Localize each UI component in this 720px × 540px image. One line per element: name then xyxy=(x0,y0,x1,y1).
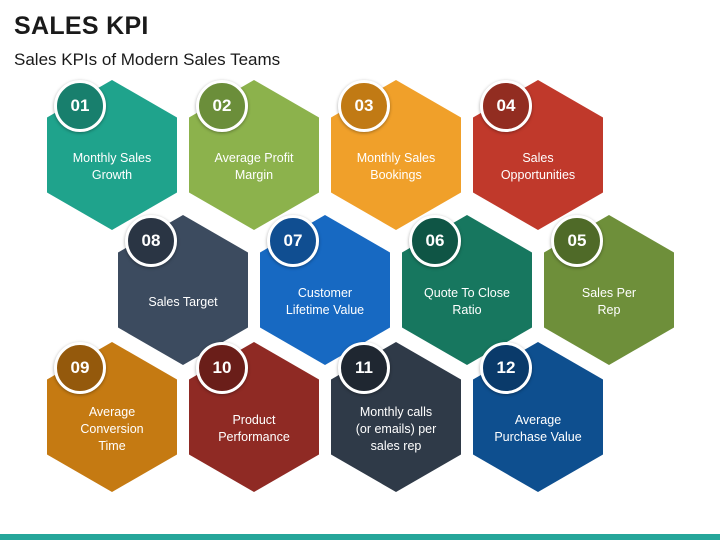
kpi-label: Average Conversion Time xyxy=(80,404,144,453)
kpi-label: Monthly Sales Growth xyxy=(72,151,152,182)
kpi-label: Sales Target xyxy=(148,294,218,309)
page-subtitle: Sales KPIs of Modern Sales Teams xyxy=(14,50,281,69)
kpi-number-badge: 11 xyxy=(338,342,390,394)
bottom-accent-bar xyxy=(0,534,720,540)
kpi-label: Average Purchase Value xyxy=(494,413,582,444)
kpi-label: Monthly calls (or emails) per sales rep xyxy=(355,404,437,453)
kpi-number-badge: 02 xyxy=(196,80,248,132)
page-title: SALES KPI xyxy=(14,12,149,40)
kpi-number-badge: 01 xyxy=(54,80,106,132)
kpi-label: Customer Lifetime Value xyxy=(285,286,365,317)
kpi-number-badge: 05 xyxy=(551,215,603,267)
kpi-label: Monthly Sales Bookings xyxy=(356,151,436,182)
kpi-number-badge: 08 xyxy=(125,215,177,267)
kpi-label: Quote To Close Ratio xyxy=(424,286,510,317)
kpi-label: Sales Opportunities xyxy=(500,151,576,182)
kpi-number-badge: 10 xyxy=(196,342,248,394)
kpi-label: Average Profit Margin xyxy=(214,151,294,182)
kpi-number-badge: 06 xyxy=(409,215,461,267)
kpi-number-badge: 07 xyxy=(267,215,319,267)
kpi-label: Product Performance xyxy=(218,413,290,444)
kpi-number-badge: 03 xyxy=(338,80,390,132)
kpi-number-badge: 09 xyxy=(54,342,106,394)
kpi-label: Sales Per Rep xyxy=(581,286,637,317)
kpi-number-badge: 12 xyxy=(480,342,532,394)
kpi-number-badge: 04 xyxy=(480,80,532,132)
